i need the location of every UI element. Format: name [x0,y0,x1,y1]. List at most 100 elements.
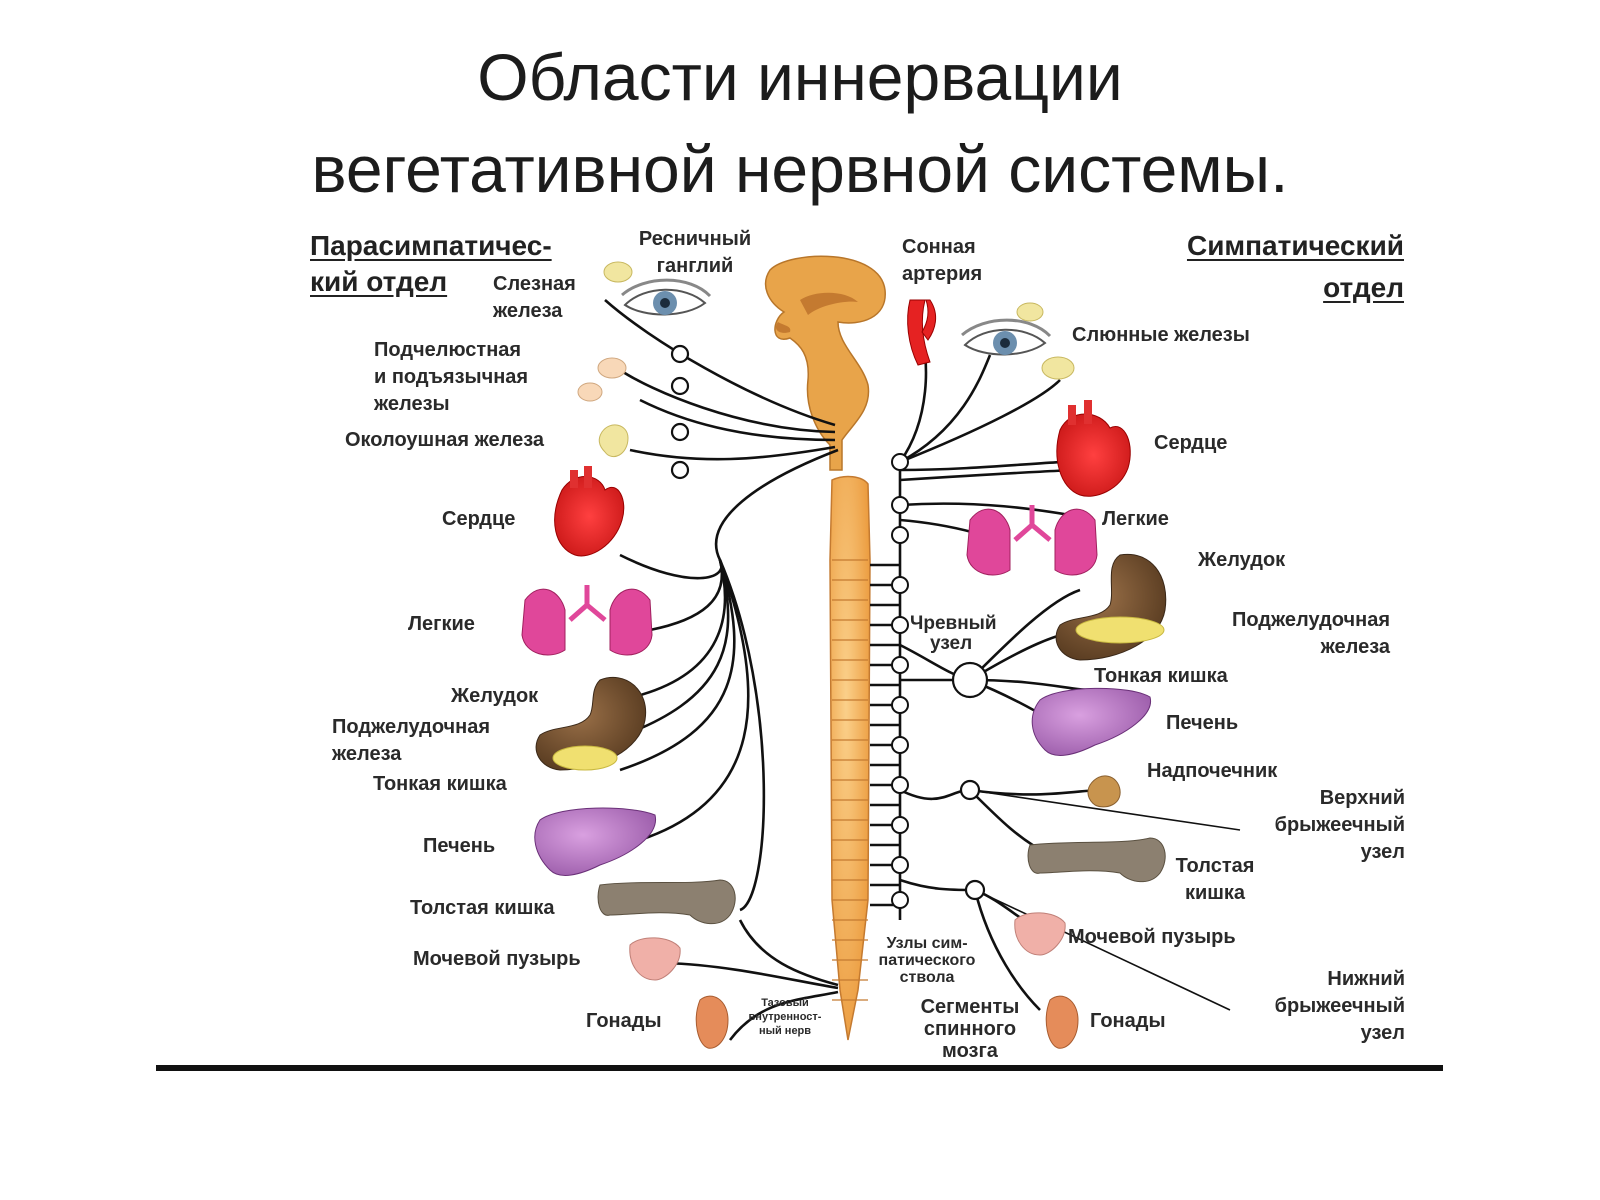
label-stomach-left: Желудок [451,685,539,707]
prevertebral-ganglia [951,661,989,901]
submandibular-gland-left [577,357,627,402]
label-colon-right-2: кишка [1184,882,1246,904]
label-segments-3: мозга [942,1040,998,1062]
label-segments-2: спинного [923,1018,1017,1040]
bottom-rule [156,1065,1443,1071]
inferior-mesenteric-ganglion [964,879,986,901]
label-lungs-right: Легкие [1102,508,1169,530]
sympathetic-header-2: отдел [1323,272,1404,303]
gonad-left [695,995,729,1049]
liver-right [1031,687,1151,756]
trunk-ganglion [891,816,909,834]
eye-right [961,318,1052,356]
adrenal-gland-right [1087,775,1121,808]
label-colon-right-1: Толстая [1175,855,1255,877]
trunk-ganglion [891,576,909,594]
eye-left [621,278,712,316]
parotid-gland-left [598,424,629,457]
label-lungs-left: Легкие [408,613,475,635]
label-liver-left: Печень [423,835,496,857]
label-heart-left: Сердце [442,508,516,530]
label-inf-mesenteric-2: брыжеечный [1274,995,1405,1017]
sympathetic-trunk-ganglia [891,453,909,909]
label-sup-mesenteric-1: Верхний [1319,787,1405,809]
lungs-left [521,585,653,656]
superior-mesenteric-ganglion [959,779,981,801]
heart-left [554,466,625,557]
label-gonads-left: Гонады [586,1010,662,1032]
bladder-right [1014,912,1066,956]
label-small-intestine-left: Тонкая кишка [373,773,507,795]
sympathetic-header-1: Симпатический [1186,230,1404,261]
label-colon-left: Толстая кишка [410,897,555,919]
liver-left [534,807,656,876]
heart-right [1056,400,1131,497]
stomach-left [535,676,647,771]
lungs-right [966,505,1098,576]
label-sup-mesenteric-2: брыжеечный [1274,814,1405,836]
label-inf-mesenteric-1: Нижний [1327,968,1405,990]
label-pancreas-left-2: железа [332,743,402,765]
label-small-intestine-right: Тонкая кишка [1094,665,1228,687]
label-submandibular-3: железы [374,393,450,415]
label-sup-mesenteric-3: узел [1360,841,1405,863]
title-line-2: вегетативной нервной системы. [311,132,1289,206]
label-carotid-1: Сонная [902,236,976,258]
label-segments-1: Сегменты [920,996,1020,1018]
label-pelvic-2: внутренност- [748,1011,822,1023]
label-pancreas-right-2: железа [1320,636,1390,658]
carotid-artery [907,299,937,366]
stomach-right [1055,553,1167,661]
label-ciliary-1: Ресничный [638,228,752,250]
label-stomach-right: Желудок [1198,549,1286,571]
label-pancreas-left-1: Поджелудочная [332,716,491,738]
colon-left [597,879,736,925]
label-adrenal: Надпочечник [1147,760,1278,782]
label-lacrimal-2: железа [493,300,563,322]
trunk-ganglion [891,696,909,714]
label-salivary: Слюнные железы [1072,324,1250,346]
label-submandibular-2: и подъязычная [374,366,529,388]
label-pancreas-right-1: Поджелудочная [1231,609,1390,631]
label-trunk-3: ствола [899,969,955,986]
gonad-right [1045,995,1079,1049]
label-trunk-2: патического [878,952,976,969]
lacrimal-gland-left [603,261,633,283]
parasympathetic-header-2: кий отдел [310,266,448,297]
trunk-ganglion [891,736,909,754]
trunk-ganglion [891,656,909,674]
bladder-left [629,937,681,981]
label-bladder-left: Мочевой пузырь [413,948,581,970]
label-parotid: Околоушная железа [345,429,545,451]
trunk-ganglion [891,526,909,544]
salivary-gland-right [1016,302,1075,380]
colon-right [1027,837,1166,883]
label-heart-right: Сердце [1154,432,1228,454]
title-line-1: Области иннервации [477,40,1123,114]
parasympathetic-header-1: Парасимпатичес- [310,230,552,261]
label-celiac-2: узел [930,633,973,654]
parasympathetic-ganglia [670,344,690,480]
parasympathetic-nerves [604,299,839,1041]
label-inf-mesenteric-3: узел [1360,1022,1405,1044]
spinal-cord [829,475,871,1041]
label-celiac-1: Чревный [910,613,997,634]
trunk-ganglion [891,453,909,471]
label-ciliary-2: ганглий [656,255,734,277]
trunk-ganglion [891,616,909,634]
label-carotid-2: артерия [902,263,983,285]
label-pelvic-3: ный нерв [758,1025,812,1037]
trunk-ganglion [891,856,909,874]
trunk-ganglion [891,891,909,909]
label-liver-right: Печень [1166,712,1239,734]
brain [764,255,886,471]
label-gonads-right: Гонады [1090,1010,1166,1032]
label-bladder-right: Мочевой пузырь [1068,926,1236,948]
trunk-ganglion [891,776,909,794]
label-lacrimal-1: Слезная [493,273,576,295]
label-trunk-1: Узлы сим- [886,935,968,952]
label-pelvic-1: Тазовый [761,997,809,1009]
trunk-ganglion [891,496,909,514]
celiac-ganglion [951,661,989,699]
